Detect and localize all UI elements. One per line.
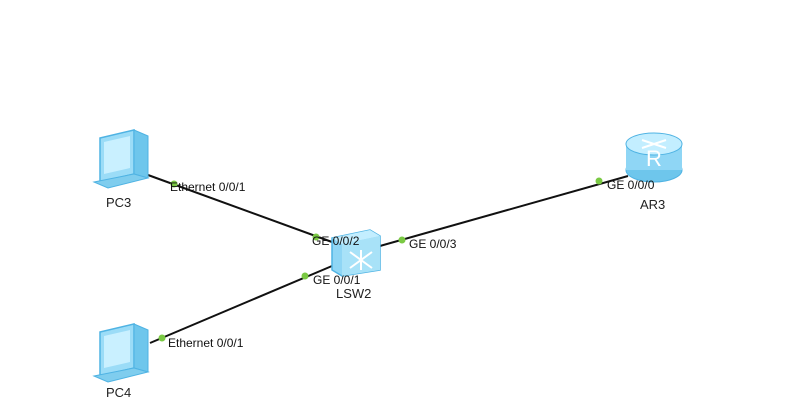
device-label-pc4: PC4	[106, 385, 132, 400]
router-letter: R	[646, 146, 662, 171]
port-label-pc3-eth: Ethernet 0/0/1	[170, 180, 246, 194]
port-dot-pc3-eth[interactable]	[170, 180, 178, 188]
device-label-pc3: PC3	[106, 195, 132, 210]
port-label-lsw2-ge2: GE 0/0/2	[312, 234, 360, 248]
link-pc4-lsw2[interactable]	[149, 265, 333, 344]
port-label-ar3-ge0: GE 0/0/0	[607, 178, 655, 192]
router-icon: R	[625, 132, 683, 183]
switch-icon	[331, 229, 381, 277]
device-pc4[interactable]	[86, 322, 152, 391]
link-lsw2-ar3[interactable]	[379, 175, 629, 247]
port-label-lsw2-ge3: GE 0/0/3	[409, 237, 457, 251]
port-dot-lsw2-ge2[interactable]	[312, 233, 320, 241]
link-pc3-lsw2[interactable]	[147, 174, 333, 243]
port-dot-lsw2-ge3[interactable]	[398, 236, 406, 244]
device-pc3[interactable]	[86, 128, 152, 197]
port-dot-lsw2-ge1[interactable]	[301, 272, 309, 280]
desktop-pc-icon	[92, 323, 150, 383]
device-label-ar3: AR3	[640, 197, 666, 212]
desktop-pc-icon	[92, 129, 150, 189]
device-label-lsw2: LSW2	[336, 286, 372, 301]
port-dot-pc4-eth[interactable]	[158, 334, 166, 342]
device-ar3[interactable]: R	[622, 130, 686, 191]
device-lsw2[interactable]	[328, 226, 384, 283]
port-dot-ar3-ge0[interactable]	[595, 177, 603, 185]
port-label-lsw2-ge1: GE 0/0/1	[313, 273, 361, 287]
port-label-pc4-eth: Ethernet 0/0/1	[168, 336, 244, 350]
